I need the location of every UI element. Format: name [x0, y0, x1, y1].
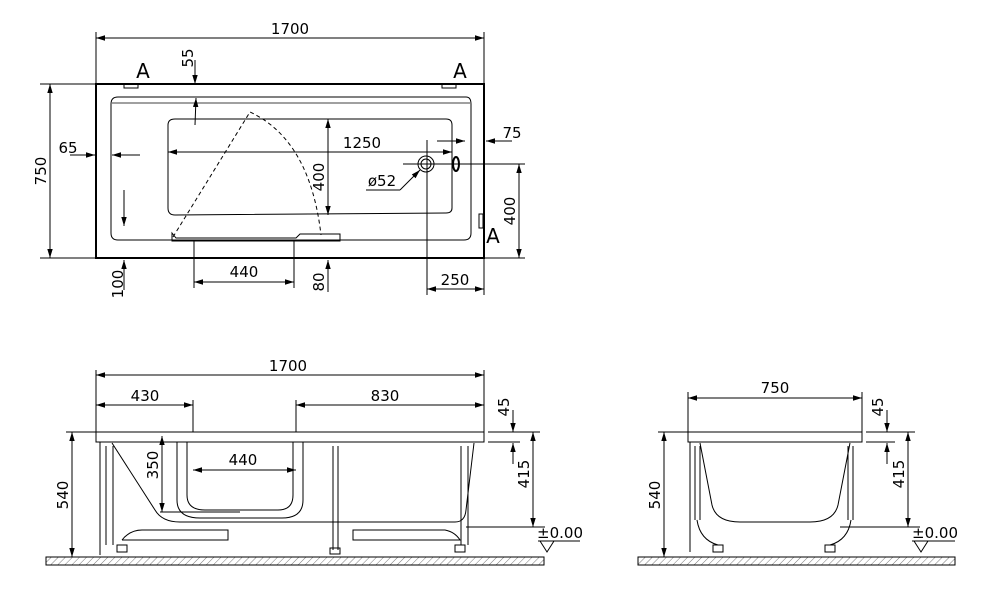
side-height-label: 540 [54, 481, 72, 510]
side-depth-label: 415 [515, 460, 533, 489]
top-view: 1700 750 65 55 A A A 1250 400 ø52 75 400… [32, 20, 525, 298]
datum-icon [538, 540, 580, 553]
end-height-label: 540 [646, 481, 664, 510]
end-width-label: 750 [761, 379, 790, 397]
basin-length-label: 1250 [343, 134, 381, 152]
section-a-label: A [136, 59, 150, 83]
side-datum-label: ±0.00 [537, 524, 583, 542]
top-length-label: 1700 [271, 20, 309, 38]
door-cutout [171, 231, 341, 242]
overflow-offset-label: 75 [502, 124, 521, 142]
top-width-label: 750 [32, 157, 50, 186]
door-frame [176, 442, 304, 519]
end-datum-label: ±0.00 [912, 524, 958, 542]
rim-left-label: 65 [58, 139, 77, 157]
side-length-label: 1700 [269, 357, 307, 375]
tub-body [699, 442, 851, 523]
door-swing-arc [172, 111, 322, 238]
side-view: 1700 430 830 45 415 540 350 440 ±0.00 [45, 357, 583, 566]
rim [687, 431, 863, 443]
basin-width-label: 400 [310, 163, 328, 192]
drain-diameter-label: ø52 [368, 172, 396, 190]
tub-outline [95, 83, 485, 259]
side-rim-thickness-label: 45 [495, 397, 513, 416]
door-offset-label: 80 [310, 272, 328, 291]
end-rim-thickness-label: 45 [869, 397, 887, 416]
rim-top-label: 55 [179, 48, 197, 67]
floor [45, 556, 545, 566]
datum-icon [912, 540, 955, 553]
tub-body [111, 442, 475, 523]
basin-outline [167, 118, 453, 216]
section-a-label: A [486, 224, 500, 248]
side-door-width-label: 440 [229, 451, 258, 469]
rim-front-label: 100 [109, 270, 127, 299]
door-height-label: 350 [144, 451, 162, 480]
door-right-label: 830 [371, 387, 400, 405]
end-view: 750 45 415 540 ±0.00 [637, 379, 958, 566]
door-left-label: 430 [131, 387, 160, 405]
end-depth-label: 415 [890, 460, 908, 489]
floor [637, 556, 956, 566]
rim-inner-outline [110, 96, 472, 241]
drain-from-end-label: 250 [441, 271, 470, 289]
section-a-label: A [453, 59, 467, 83]
door-width-label: 440 [230, 263, 259, 281]
drain-from-side-label: 400 [501, 197, 519, 226]
rim [95, 431, 485, 443]
